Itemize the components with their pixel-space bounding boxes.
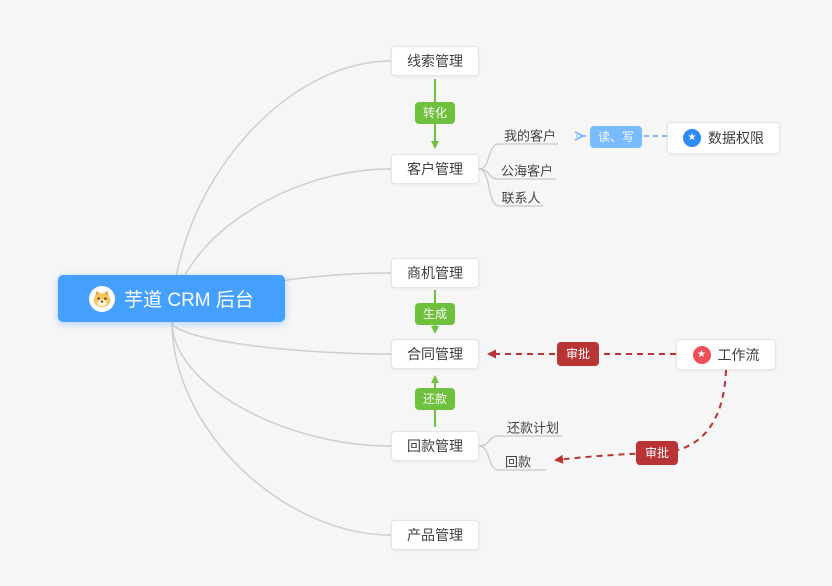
edge-label-repay: 还款 <box>414 388 456 410</box>
node-label: 合同管理 <box>407 346 463 362</box>
line-customers-to-my-customers <box>478 143 558 170</box>
edge-label-approve-receipt: 审批 <box>635 441 679 465</box>
node-product-management[interactable]: 产品管理 <box>391 520 479 550</box>
subnode-my-customers[interactable]: 我的客户 <box>503 128 557 144</box>
node-label: 工作流 <box>717 346 760 363</box>
curve-root-to-leads <box>171 60 392 323</box>
line-receivables-to-receipt <box>478 445 546 471</box>
root-node-crm-admin[interactable]: 芋道 CRM 后台 <box>58 275 285 322</box>
node-customer-management[interactable]: 客户管理 <box>391 154 479 184</box>
node-label: 数据权限 <box>708 130 764 146</box>
node-receivable-management[interactable]: 回款管理 <box>391 431 479 461</box>
subnode-public-sea-customers[interactable]: 公海客户 <box>500 163 554 179</box>
subnode-contacts[interactable]: 联系人 <box>501 190 541 206</box>
subnode-receipt[interactable]: 回款 <box>504 454 532 470</box>
node-label: 客户管理 <box>407 161 463 177</box>
curve-root-to-contracts <box>171 321 392 355</box>
edge-label-generate: 生成 <box>414 303 456 325</box>
curve-root-to-products <box>171 321 392 536</box>
node-opportunity-management[interactable]: 商机管理 <box>391 258 479 288</box>
root-node-label: 芋道 CRM 后台 <box>124 290 254 311</box>
node-label: 回款管理 <box>407 438 463 454</box>
node-workflow[interactable]: ★ 工作流 <box>676 339 776 370</box>
edge-label-convert: 转化 <box>414 102 456 124</box>
node-contract-management[interactable]: 合同管理 <box>391 339 479 369</box>
child-bracket-lines <box>478 143 562 471</box>
curve-root-to-receivables <box>171 321 392 447</box>
node-label: 线索管理 <box>407 53 463 69</box>
node-label: 商机管理 <box>407 265 463 281</box>
star-icon: ★ <box>692 345 711 364</box>
node-lead-management[interactable]: 线索管理 <box>391 46 479 76</box>
star-icon: ★ <box>683 129 701 147</box>
dog-logo-icon <box>89 285 116 312</box>
line-receivables-to-repayment-plan <box>478 435 562 447</box>
subnode-repayment-plan[interactable]: 还款计划 <box>506 420 560 436</box>
node-data-permission[interactable]: ★ 数据权限 <box>667 122 780 154</box>
node-label: 产品管理 <box>407 527 463 543</box>
line-customers-to-contacts <box>478 168 543 207</box>
edge-label-approve-contract: 审批 <box>556 342 600 366</box>
edge-label-read-write: 读、写 <box>589 126 643 148</box>
